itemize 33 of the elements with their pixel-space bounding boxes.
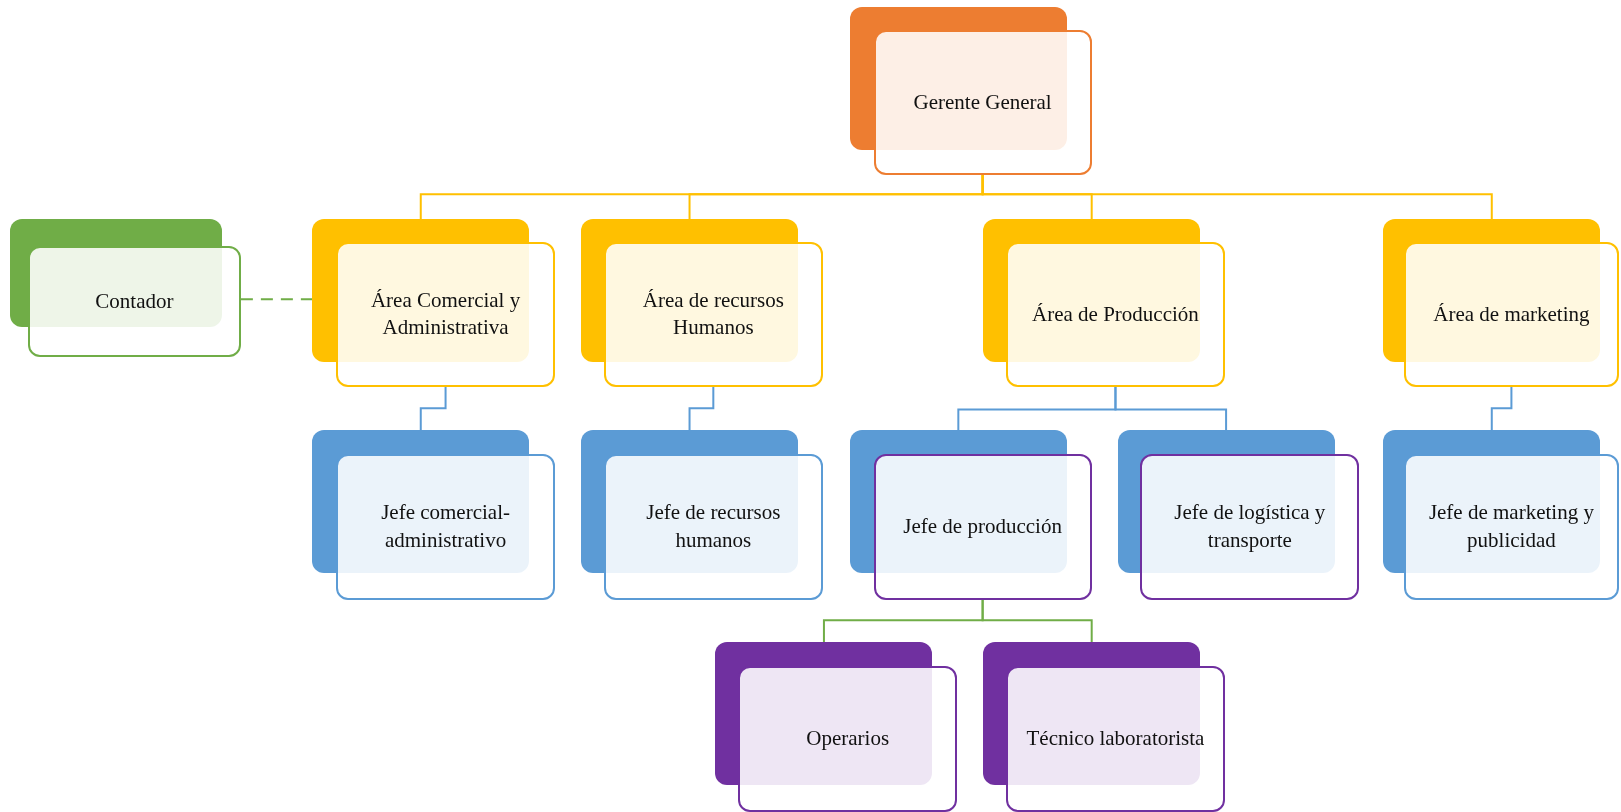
- position-title: Operarios: [806, 725, 890, 752]
- position-card: [27, 246, 241, 357]
- connector-line: [981, 598, 1093, 643]
- position-card: [603, 241, 823, 387]
- position-title: Jefe de logística y transporte: [1173, 499, 1327, 554]
- position-title: Área de Producción: [1032, 300, 1199, 328]
- position-title: Jefe comercial-administrativo: [380, 499, 511, 554]
- connector-line: [1114, 385, 1228, 432]
- position-card: [873, 29, 1092, 175]
- position-title: Área de marketing: [1433, 300, 1590, 328]
- position-title: Jefe de producción: [903, 513, 1062, 541]
- position-card: [873, 453, 1092, 600]
- connector-line: [1490, 385, 1513, 432]
- position-title: Contador: [95, 287, 174, 315]
- position-title: Gerente General: [913, 88, 1052, 116]
- position-title: Jefe de marketing y publicidad: [1427, 499, 1595, 554]
- connector-line: [981, 173, 1493, 221]
- position-title: Jefe de recursos humanos: [645, 499, 782, 554]
- position-card: [336, 453, 556, 600]
- position-card: [1403, 453, 1619, 600]
- position-card: [738, 665, 958, 812]
- position-title: Área Comercial y Administrativa: [369, 286, 522, 342]
- position-card: [1140, 453, 1360, 600]
- connector-line: [688, 385, 715, 432]
- position-card: [1005, 665, 1226, 812]
- position-card: [1005, 241, 1226, 387]
- connector-line: [239, 298, 314, 301]
- position-card: [336, 241, 556, 387]
- position-title: Técnico laboratorista: [1026, 725, 1205, 752]
- position-card: [603, 453, 823, 600]
- connector-line: [419, 385, 447, 432]
- position-card: [1403, 241, 1619, 387]
- position-title: Área de recursos Humanos: [641, 286, 785, 342]
